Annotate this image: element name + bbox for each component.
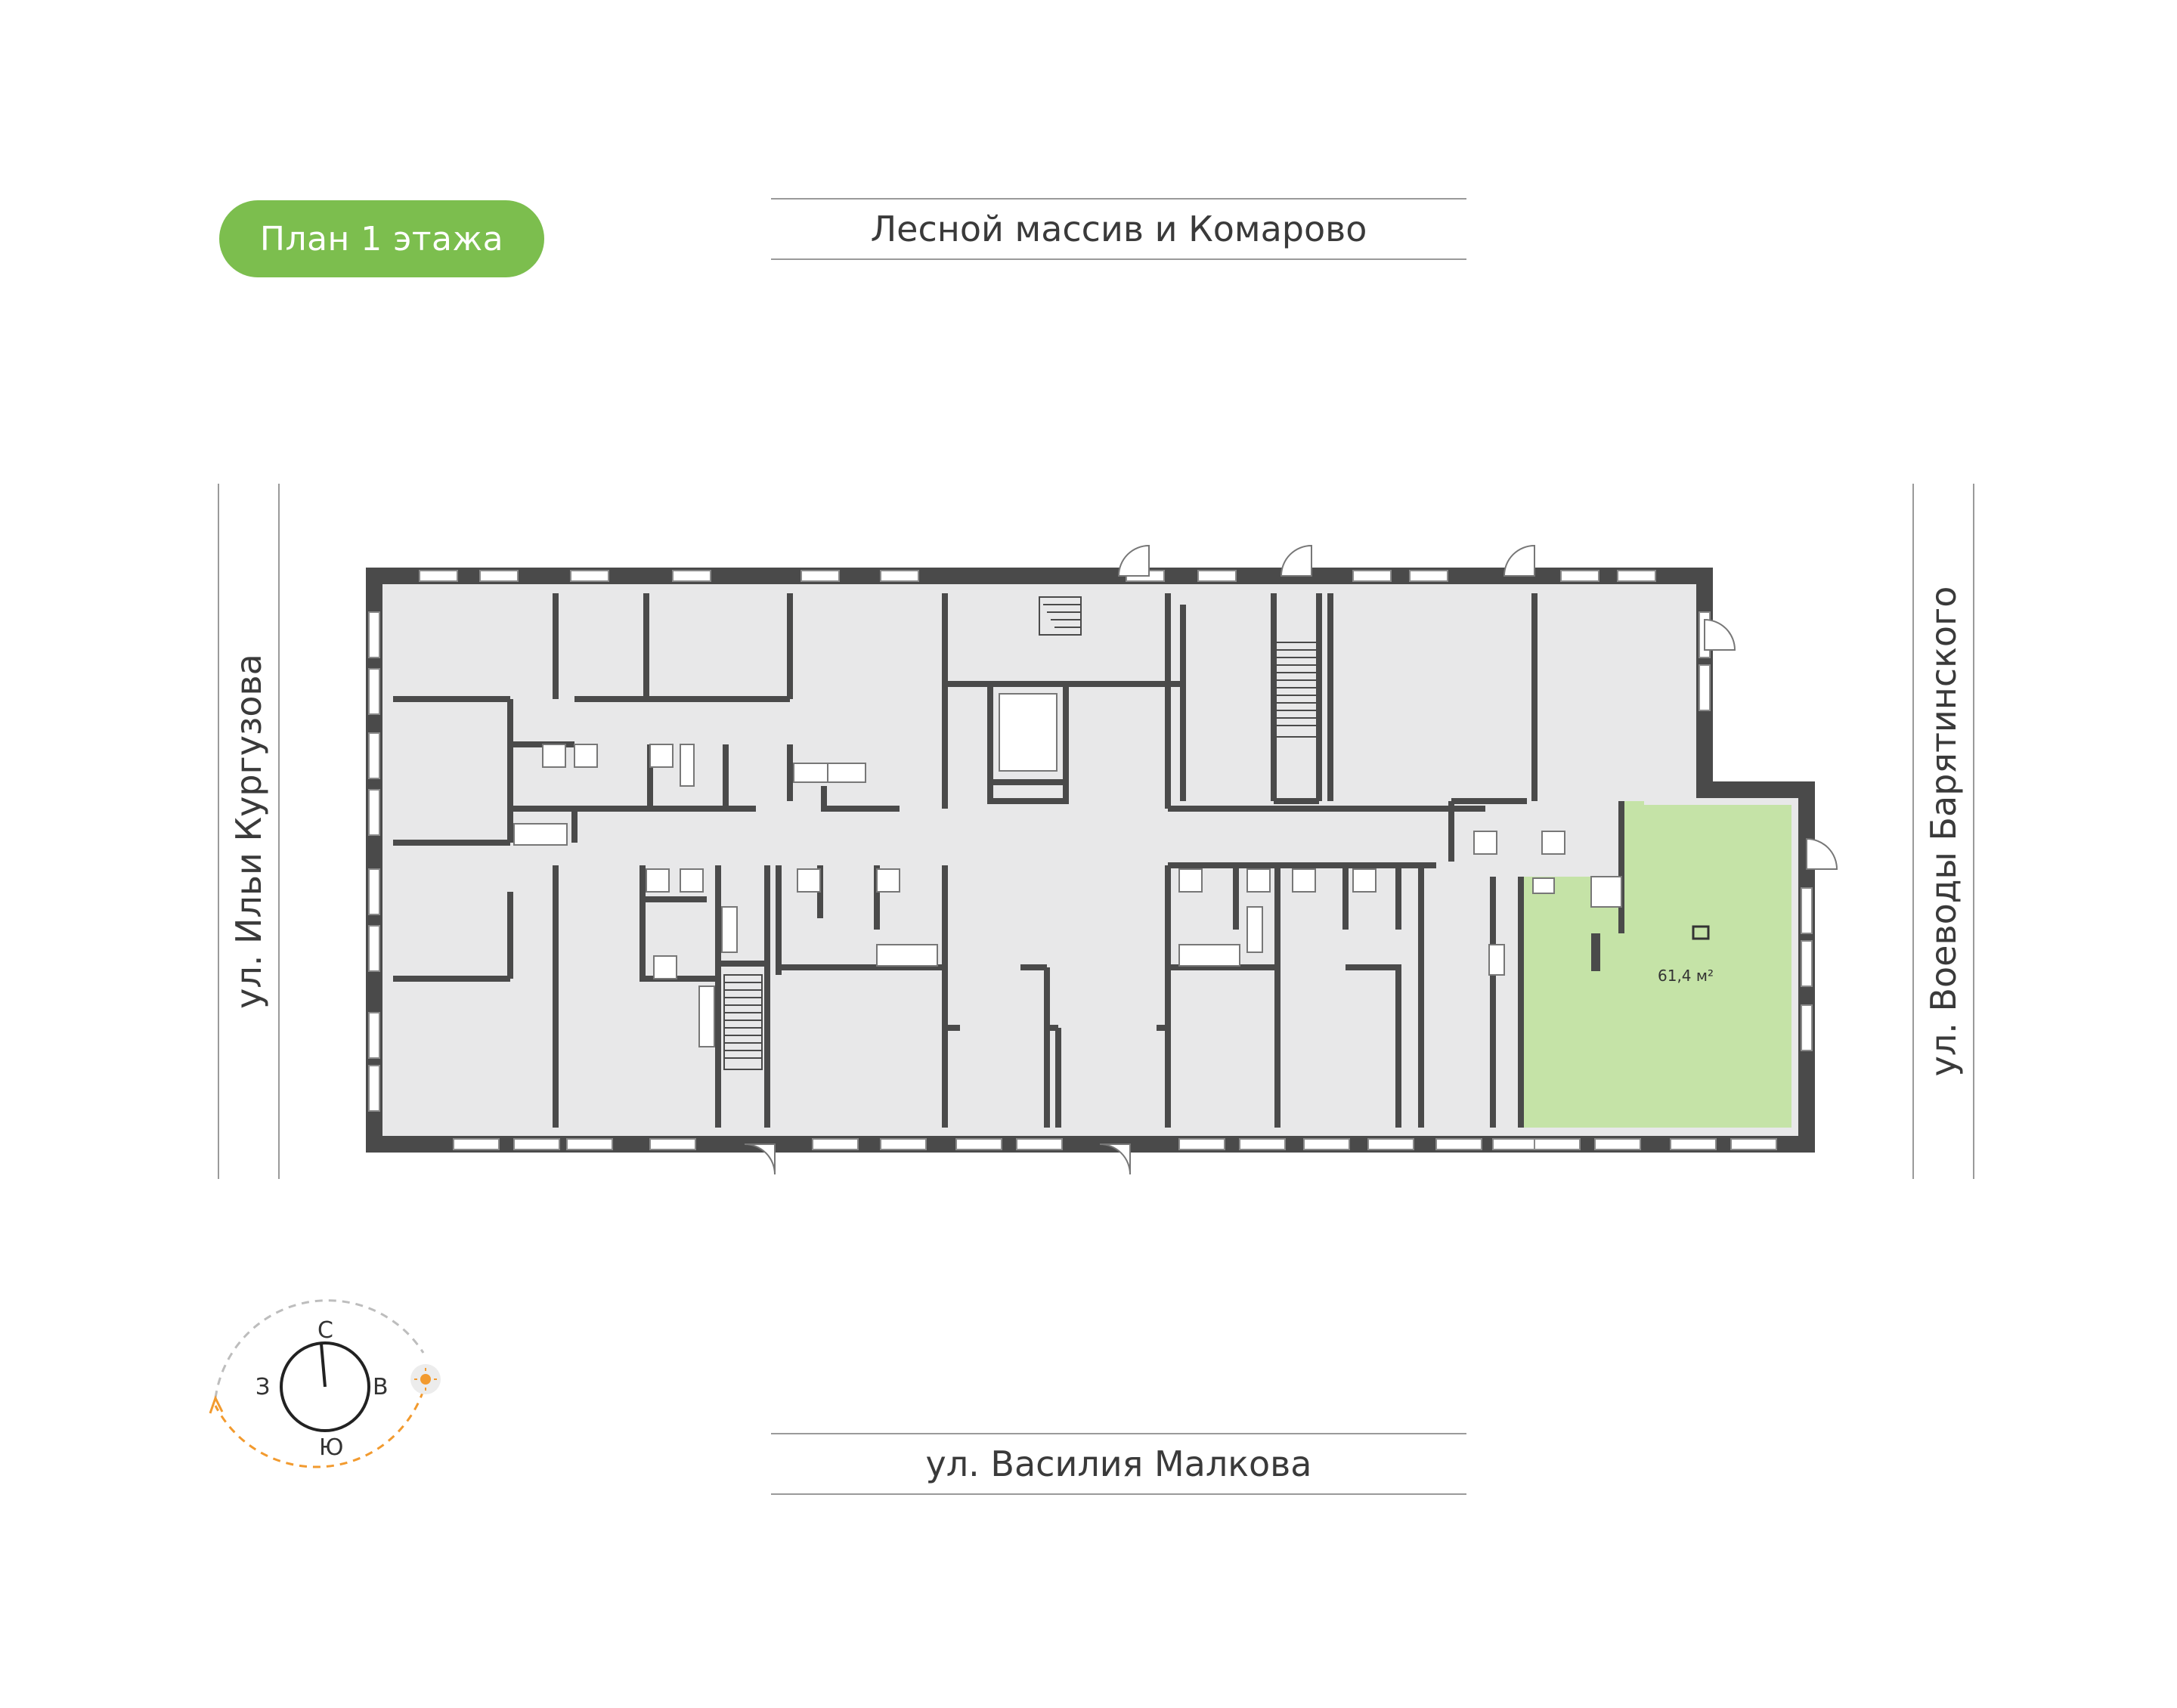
unit-area-label: 61,4 м² [1658, 967, 1714, 985]
street-label-left: ул. Ильи Кургузова [218, 484, 280, 1179]
street-label-top: Лесной массив и Комарово [771, 198, 1466, 260]
sun-path [214, 1390, 425, 1468]
stairs [723, 596, 1320, 1070]
windows-top [419, 570, 1656, 582]
compass-west: З [255, 1374, 270, 1400]
interior-walls [393, 593, 1538, 1128]
highlighted-unit[interactable] [1518, 801, 1791, 1128]
street-label-right: ул. Воеводы Барятинского [1912, 484, 1974, 1179]
elevator [987, 681, 1069, 785]
street-top-text: Лесной массив и Комарово [870, 209, 1367, 249]
street-label-bottom: ул. Василия Малкова [771, 1433, 1466, 1495]
street-bottom-text: ул. Василия Малкова [925, 1443, 1312, 1484]
building-shell [366, 568, 1815, 1153]
fixtures [513, 744, 1565, 1047]
windows-bottom [453, 1138, 1777, 1150]
compass: С Ю З В [209, 1299, 441, 1468]
doors [744, 544, 1838, 1175]
floor-label-badge: План 1 этажа [219, 200, 544, 277]
compass-south: Ю [319, 1434, 343, 1461]
compass-east: В [373, 1374, 389, 1400]
compass-north: С [317, 1317, 333, 1344]
